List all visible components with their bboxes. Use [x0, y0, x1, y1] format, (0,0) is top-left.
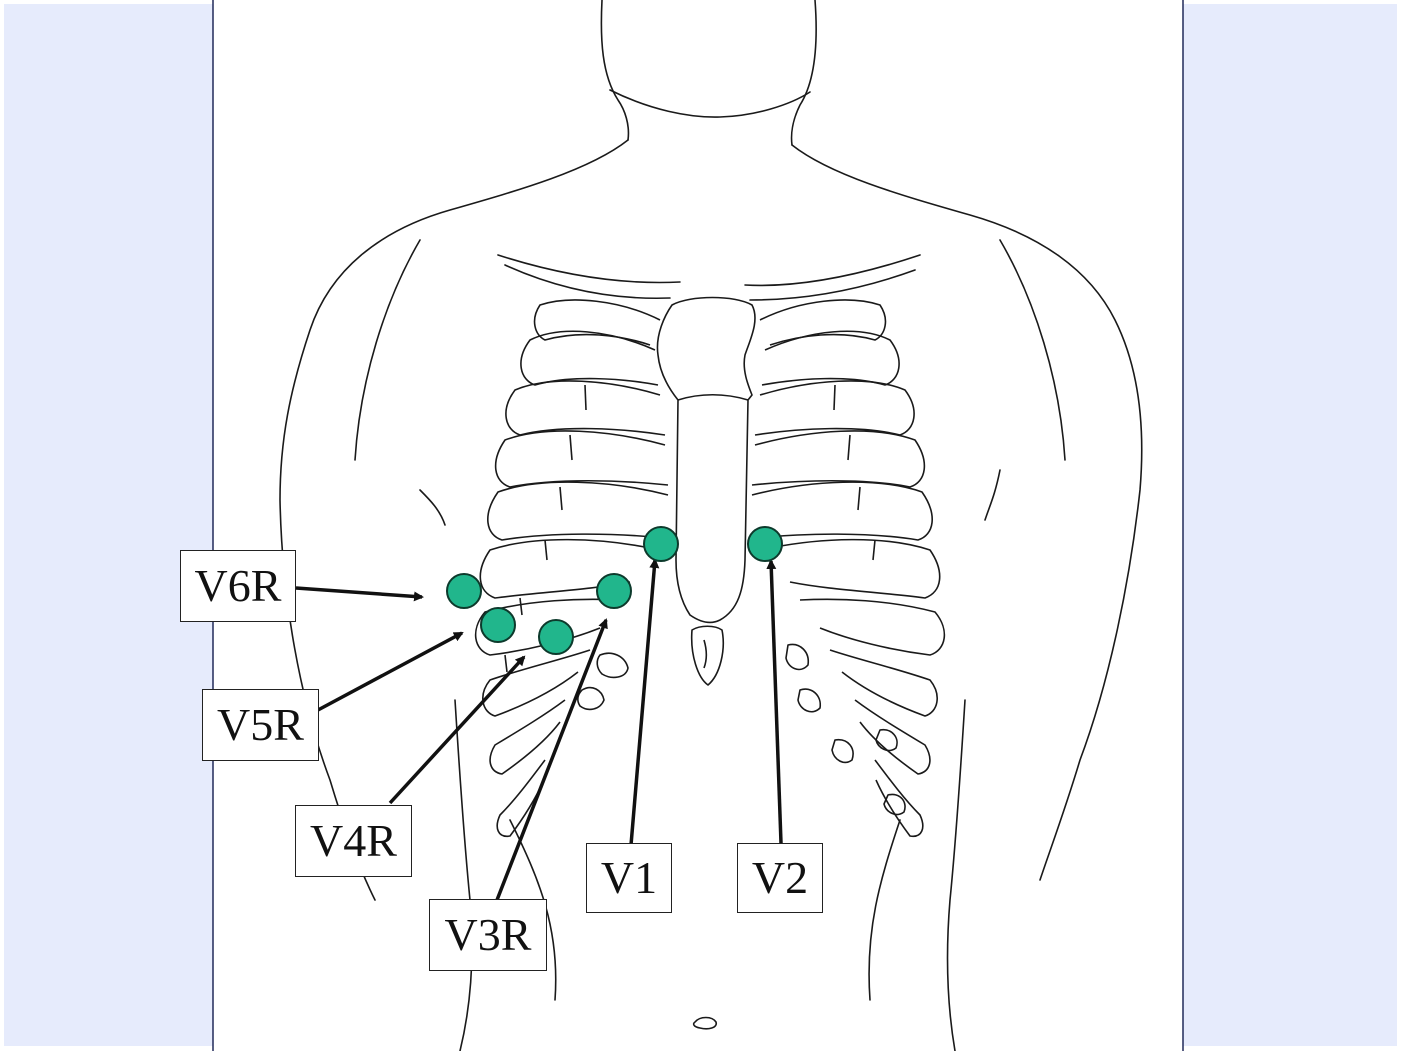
left-ribs	[752, 300, 944, 836]
label-v5r: V5R	[202, 689, 319, 761]
electrode-v1	[644, 527, 678, 561]
electrode-v6r	[447, 574, 481, 608]
outer-white-frame-left	[0, 0, 4, 1051]
sternum	[657, 298, 755, 686]
electrodes	[447, 527, 782, 654]
label-v1: V1	[586, 843, 672, 913]
arrow-v2	[771, 561, 781, 843]
label-v3r: V3R	[429, 899, 547, 971]
arrow-v4r	[390, 657, 524, 803]
outer-white-frame-bottom	[0, 1046, 1403, 1051]
electrode-v5r	[481, 608, 515, 642]
outer-white-frame-top	[0, 0, 1403, 4]
body-outline	[280, 0, 1142, 1051]
electrode-v2	[748, 527, 782, 561]
left-side-panel	[0, 0, 213, 1051]
electrode-v4r	[539, 620, 573, 654]
outer-white-frame-right	[1397, 0, 1403, 1051]
electrode-v3r	[597, 574, 631, 608]
arrow-v6r	[296, 588, 422, 597]
right-side-panel	[1183, 0, 1403, 1051]
label-v2: V2	[737, 843, 823, 913]
label-v6r: V6R	[180, 550, 296, 622]
arrow-v5r	[318, 633, 462, 710]
label-v4r: V4R	[295, 805, 412, 877]
arrow-v1	[631, 560, 655, 845]
